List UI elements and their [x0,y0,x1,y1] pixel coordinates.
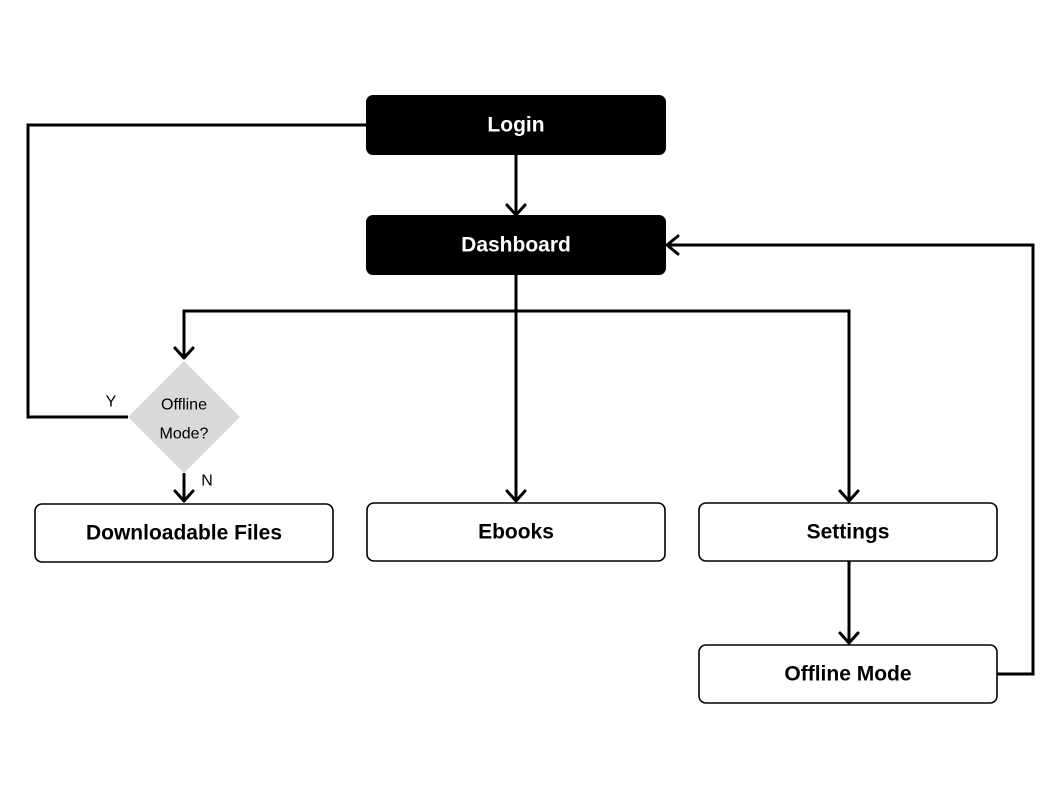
arrowhead-offline-mode [838,631,860,645]
arrowhead-decision [173,346,195,360]
dashboard-label: Dashboard [461,234,571,257]
ebooks-node: Ebooks [366,502,666,562]
login-label: Login [487,114,544,137]
decision-diamond [128,361,240,473]
downloadable-files-label: Downloadable Files [86,522,282,545]
edge-decision-yes-to-login [26,123,367,419]
dashboard-node: Dashboard [366,215,666,275]
offline-mode-label: Offline Mode [784,663,911,686]
downloadable-files-node: Downloadable Files [34,503,334,563]
offline-mode-node: Offline Mode [698,644,998,704]
settings-label: Settings [807,521,890,544]
login-node: Login [366,95,666,155]
ebooks-label: Ebooks [478,521,554,544]
edge-branch-bar [182,309,851,500]
edge-label-no: N [201,473,213,490]
edges [26,123,1035,676]
decision-label-line1: Offline [161,397,207,414]
edge-label-yes: Y [106,394,117,411]
edge-offline-mode-to-dashboard [668,243,1035,676]
arrowhead-dashboard-right [665,234,680,256]
offline-mode-decision: Offline Mode? [128,361,240,473]
arrowhead-ebooks [505,489,527,503]
arrowhead-settings [838,489,860,503]
arrowhead-downloadable-files [173,489,195,503]
settings-node: Settings [698,502,998,562]
decision-label-line2: Mode? [160,426,209,443]
